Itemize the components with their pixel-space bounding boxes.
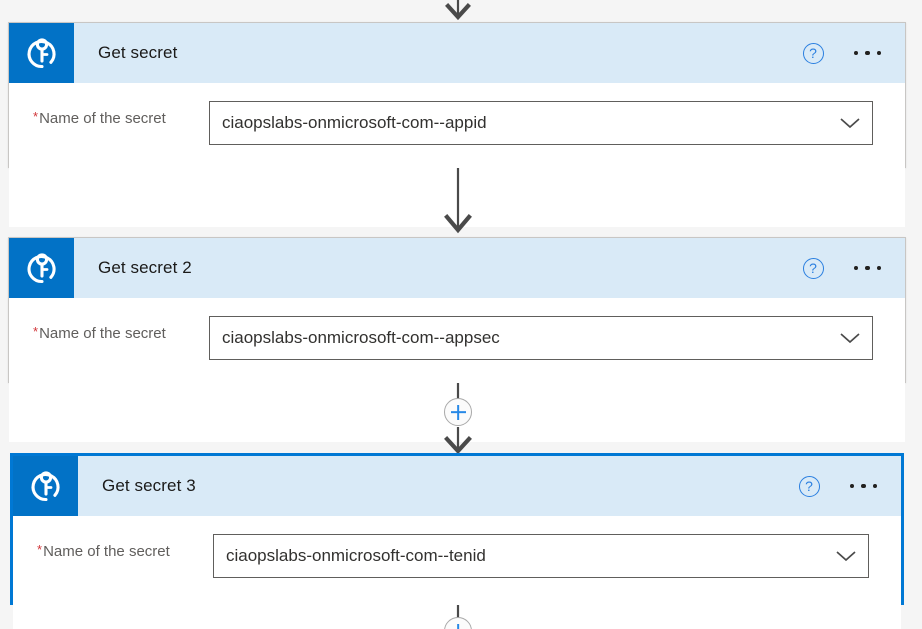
plus-glyph [451, 624, 466, 629]
chevron-down-icon[interactable] [828, 331, 872, 345]
ellipsis-dot [853, 50, 858, 56]
ellipsis-menu-icon[interactable] [852, 45, 884, 62]
plus-glyph [451, 405, 466, 420]
secret-name-dropdown[interactable]: ciaopslabs-onmicrosoft-com--tenid [213, 534, 869, 578]
field-label-secret-name: *Name of the secret [13, 534, 213, 560]
card-header-actions: ? [798, 456, 902, 516]
field-label-text: Name of the secret [43, 543, 170, 560]
action-card-get-secret-3[interactable]: Get secret 3 ? *Name of the secret ciaop… [10, 453, 904, 629]
field-row-secret-name: *Name of the secret ciaopslabs-onmicroso… [9, 298, 905, 360]
ellipsis-dot [876, 50, 881, 56]
secret-name-dropdown[interactable]: ciaopslabs-onmicrosoft-com--appid [209, 101, 873, 145]
ellipsis-dot [872, 483, 877, 489]
flow-arrow-icon [445, 0, 471, 21]
field-label-secret-name: *Name of the secret [9, 316, 209, 342]
key-vault-icon [13, 456, 78, 516]
help-circle-icon[interactable]: ? [802, 42, 824, 64]
action-card-get-secret-2[interactable]: Get secret 2 ? *Name of the secret ciaop… [8, 237, 906, 442]
help-circle-icon[interactable]: ? [802, 257, 824, 279]
card-header-actions: ? [802, 23, 906, 83]
card-header-actions: ? [802, 238, 906, 298]
action-card-header[interactable]: Get secret 3 ? [13, 456, 901, 516]
action-title: Get secret [98, 43, 178, 62]
secret-name-value: ciaopslabs-onmicrosoft-com--appsec [222, 328, 500, 347]
required-asterisk: * [33, 109, 39, 124]
chevron-down-icon[interactable] [824, 549, 868, 563]
ellipsis-dot [853, 265, 858, 271]
field-label-text: Name of the secret [39, 325, 166, 342]
action-card-header[interactable]: Get secret ? [9, 23, 905, 83]
action-card-body: *Name of the secret ciaopslabs-onmicroso… [9, 83, 905, 227]
add-step-plus-icon[interactable] [444, 398, 472, 426]
help-circle-icon[interactable]: ? [798, 475, 820, 497]
action-card-body: *Name of the secret ciaopslabs-onmicroso… [9, 298, 905, 442]
field-label-secret-name: *Name of the secret [9, 101, 209, 127]
key-vault-icon [9, 238, 74, 298]
field-label-text: Name of the secret [39, 110, 166, 127]
ellipsis-dot [876, 265, 881, 271]
secret-name-value: ciaopslabs-onmicrosoft-com--tenid [226, 546, 486, 565]
action-card-body: *Name of the secret ciaopslabs-onmicroso… [13, 516, 901, 629]
key-vault-icon [9, 23, 74, 83]
ellipsis-dot [865, 50, 870, 56]
ellipsis-dot [865, 265, 870, 271]
connector-top [0, 0, 922, 22]
required-asterisk: * [33, 324, 39, 339]
secret-name-value: ciaopslabs-onmicrosoft-com--appid [222, 113, 487, 132]
ellipsis-menu-icon[interactable] [848, 478, 880, 495]
chevron-down-icon[interactable] [828, 116, 872, 130]
required-asterisk: * [37, 542, 43, 557]
field-row-secret-name: *Name of the secret ciaopslabs-onmicroso… [9, 83, 905, 145]
action-card-get-secret[interactable]: Get secret ? *Name of the secret ciaopsl… [8, 22, 906, 227]
secret-name-dropdown[interactable]: ciaopslabs-onmicrosoft-com--appsec [209, 316, 873, 360]
ellipsis-menu-icon[interactable] [852, 260, 884, 277]
ellipsis-dot [849, 483, 854, 489]
action-title: Get secret 2 [98, 258, 192, 277]
action-card-header[interactable]: Get secret 2 ? [9, 238, 905, 298]
ellipsis-dot [861, 483, 866, 489]
field-row-secret-name: *Name of the secret ciaopslabs-onmicroso… [13, 516, 901, 578]
action-title: Get secret 3 [102, 476, 196, 495]
